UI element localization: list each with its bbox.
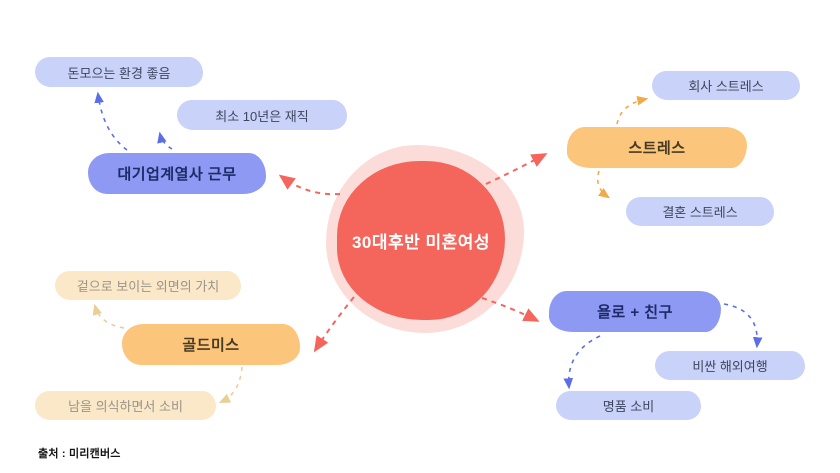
leaf-expensive-overseas-travel: 비싼 해외여행 <box>655 351 805 380</box>
leaf-min-10-years: 최소 10년은 재직 <box>177 100 347 130</box>
branch-yolo-friends: 욜로 + 친구 <box>549 291 721 332</box>
arrow-stress-to-marriage <box>596 170 610 199</box>
leaf-luxury-goods-spending: 명품 소비 <box>556 391 701 420</box>
arrow-goldmiss-to-spending <box>218 366 243 404</box>
leaf-marriage-stress: 결혼 스트레스 <box>626 197 774 226</box>
arrow-work-to-saving <box>94 91 128 151</box>
arrow-goldmiss-to-appearance <box>92 303 125 329</box>
leaf-outer-appearance-value: 겉으로 보이는 외면의 가치 <box>55 271 241 300</box>
arrow-stress-to-company <box>616 96 649 125</box>
leaf-money-saving-env: 돈모으는 환경 좋음 <box>35 57 203 87</box>
leaf-company-stress: 회사 스트레스 <box>652 71 800 100</box>
arrow-center-to-work <box>278 174 341 196</box>
branch-work: 대기업계열사 근무 <box>88 153 266 194</box>
leaf-conscious-spending: 남을 의식하면서 소비 <box>35 391 216 420</box>
branch-stress: 스트레스 <box>567 127 747 168</box>
branch-goldmiss: 골드미스 <box>122 324 300 365</box>
arrow-center-to-goldmiss <box>313 296 355 353</box>
center-topic-label: 30대후반 미혼여성 <box>351 233 491 252</box>
arrow-yolo-to-travel <box>723 303 763 349</box>
source-credit: 출처 : 미리캔버스 <box>38 448 121 460</box>
center-topic: 30대후반 미혼여성 <box>337 161 505 320</box>
arrow-yolo-to-luxury <box>563 335 601 390</box>
arrow-work-to-tenure <box>157 131 173 150</box>
